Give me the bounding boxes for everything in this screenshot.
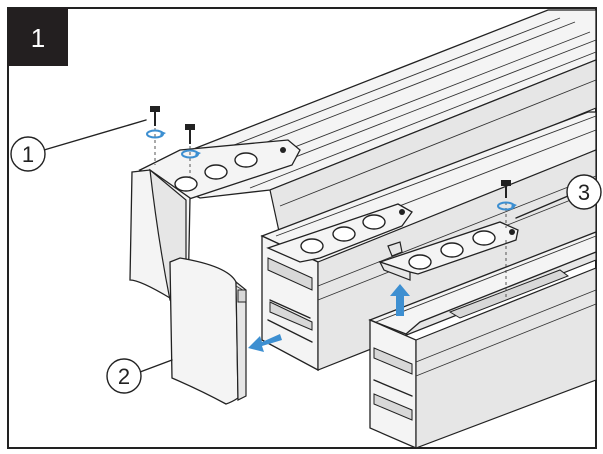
callout-3: 3 bbox=[515, 174, 602, 219]
rotate-arrow-icon bbox=[497, 201, 517, 211]
callout-2: 2 bbox=[106, 358, 173, 394]
screw-icon bbox=[150, 106, 160, 165]
plate-hole bbox=[174, 176, 198, 192]
plate-hole bbox=[332, 226, 356, 242]
direction-arrow-icon bbox=[248, 334, 282, 352]
mounting-plate-loose bbox=[377, 221, 519, 281]
direction-arrow-icon bbox=[390, 284, 410, 316]
rotate-arrow-icon bbox=[181, 149, 201, 159]
plate-hole bbox=[440, 242, 464, 258]
plate-hole bbox=[472, 230, 496, 246]
rotate-arrow-icon bbox=[146, 129, 166, 139]
step-number: 1 bbox=[31, 23, 45, 53]
callout-1: 1 bbox=[10, 119, 147, 172]
callout-3-label: 3 bbox=[578, 180, 590, 205]
mounting-plate-middle bbox=[266, 203, 413, 263]
plate-hole bbox=[408, 254, 432, 270]
plate-hole bbox=[362, 214, 386, 230]
callout-1-label: 1 bbox=[22, 142, 34, 167]
plate-hole bbox=[204, 164, 228, 180]
step-badge: 1 bbox=[8, 8, 68, 66]
end-cap-removed bbox=[169, 257, 247, 405]
profile-front bbox=[368, 231, 597, 449]
plate-hole bbox=[234, 152, 258, 168]
callout-2-label: 2 bbox=[118, 364, 130, 389]
screw-icon bbox=[501, 180, 511, 300]
mounting-plate-top bbox=[138, 139, 301, 201]
screw-icon bbox=[185, 124, 195, 178]
plate-hole bbox=[300, 238, 324, 254]
